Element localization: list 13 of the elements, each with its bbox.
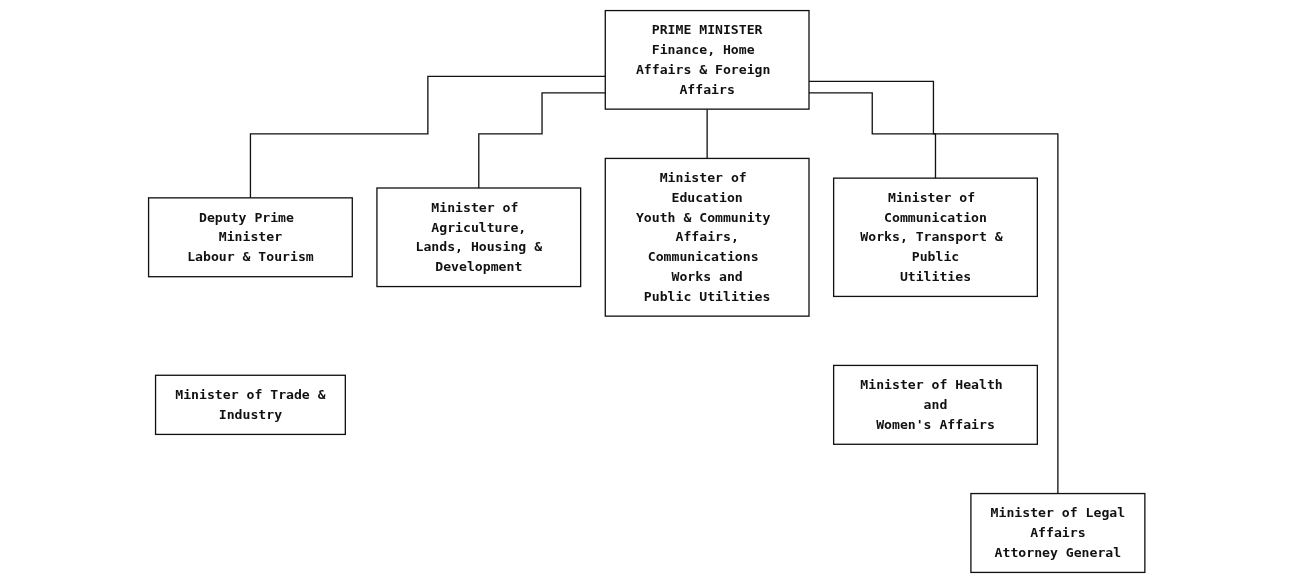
connector bbox=[477, 92, 606, 189]
node-box: Minister of Agriculture, Lands, Housing & Development bbox=[376, 187, 582, 288]
node-box: Deputy Prime Minister Labour & Tourism bbox=[147, 197, 353, 278]
connector bbox=[808, 92, 936, 179]
connector bbox=[706, 108, 708, 160]
node-box: Minister of Education Youth & Community Affairs, Communications Works and Public Utilities bbox=[604, 157, 810, 317]
node-box: PRIME MINISTER Finance, Home Affairs & Foreign Affairs bbox=[604, 9, 810, 110]
node-box: Minister of Legal Affairs Attorney General bbox=[970, 492, 1146, 574]
node-box: Minister of Trade & Industry bbox=[154, 374, 346, 436]
connector bbox=[808, 80, 1059, 495]
connector bbox=[249, 75, 606, 199]
node-box: Minister of Communication Works, Transport & Public Utilities bbox=[832, 177, 1038, 298]
node-box: Minister of Health and Women's Affairs bbox=[832, 364, 1038, 445]
